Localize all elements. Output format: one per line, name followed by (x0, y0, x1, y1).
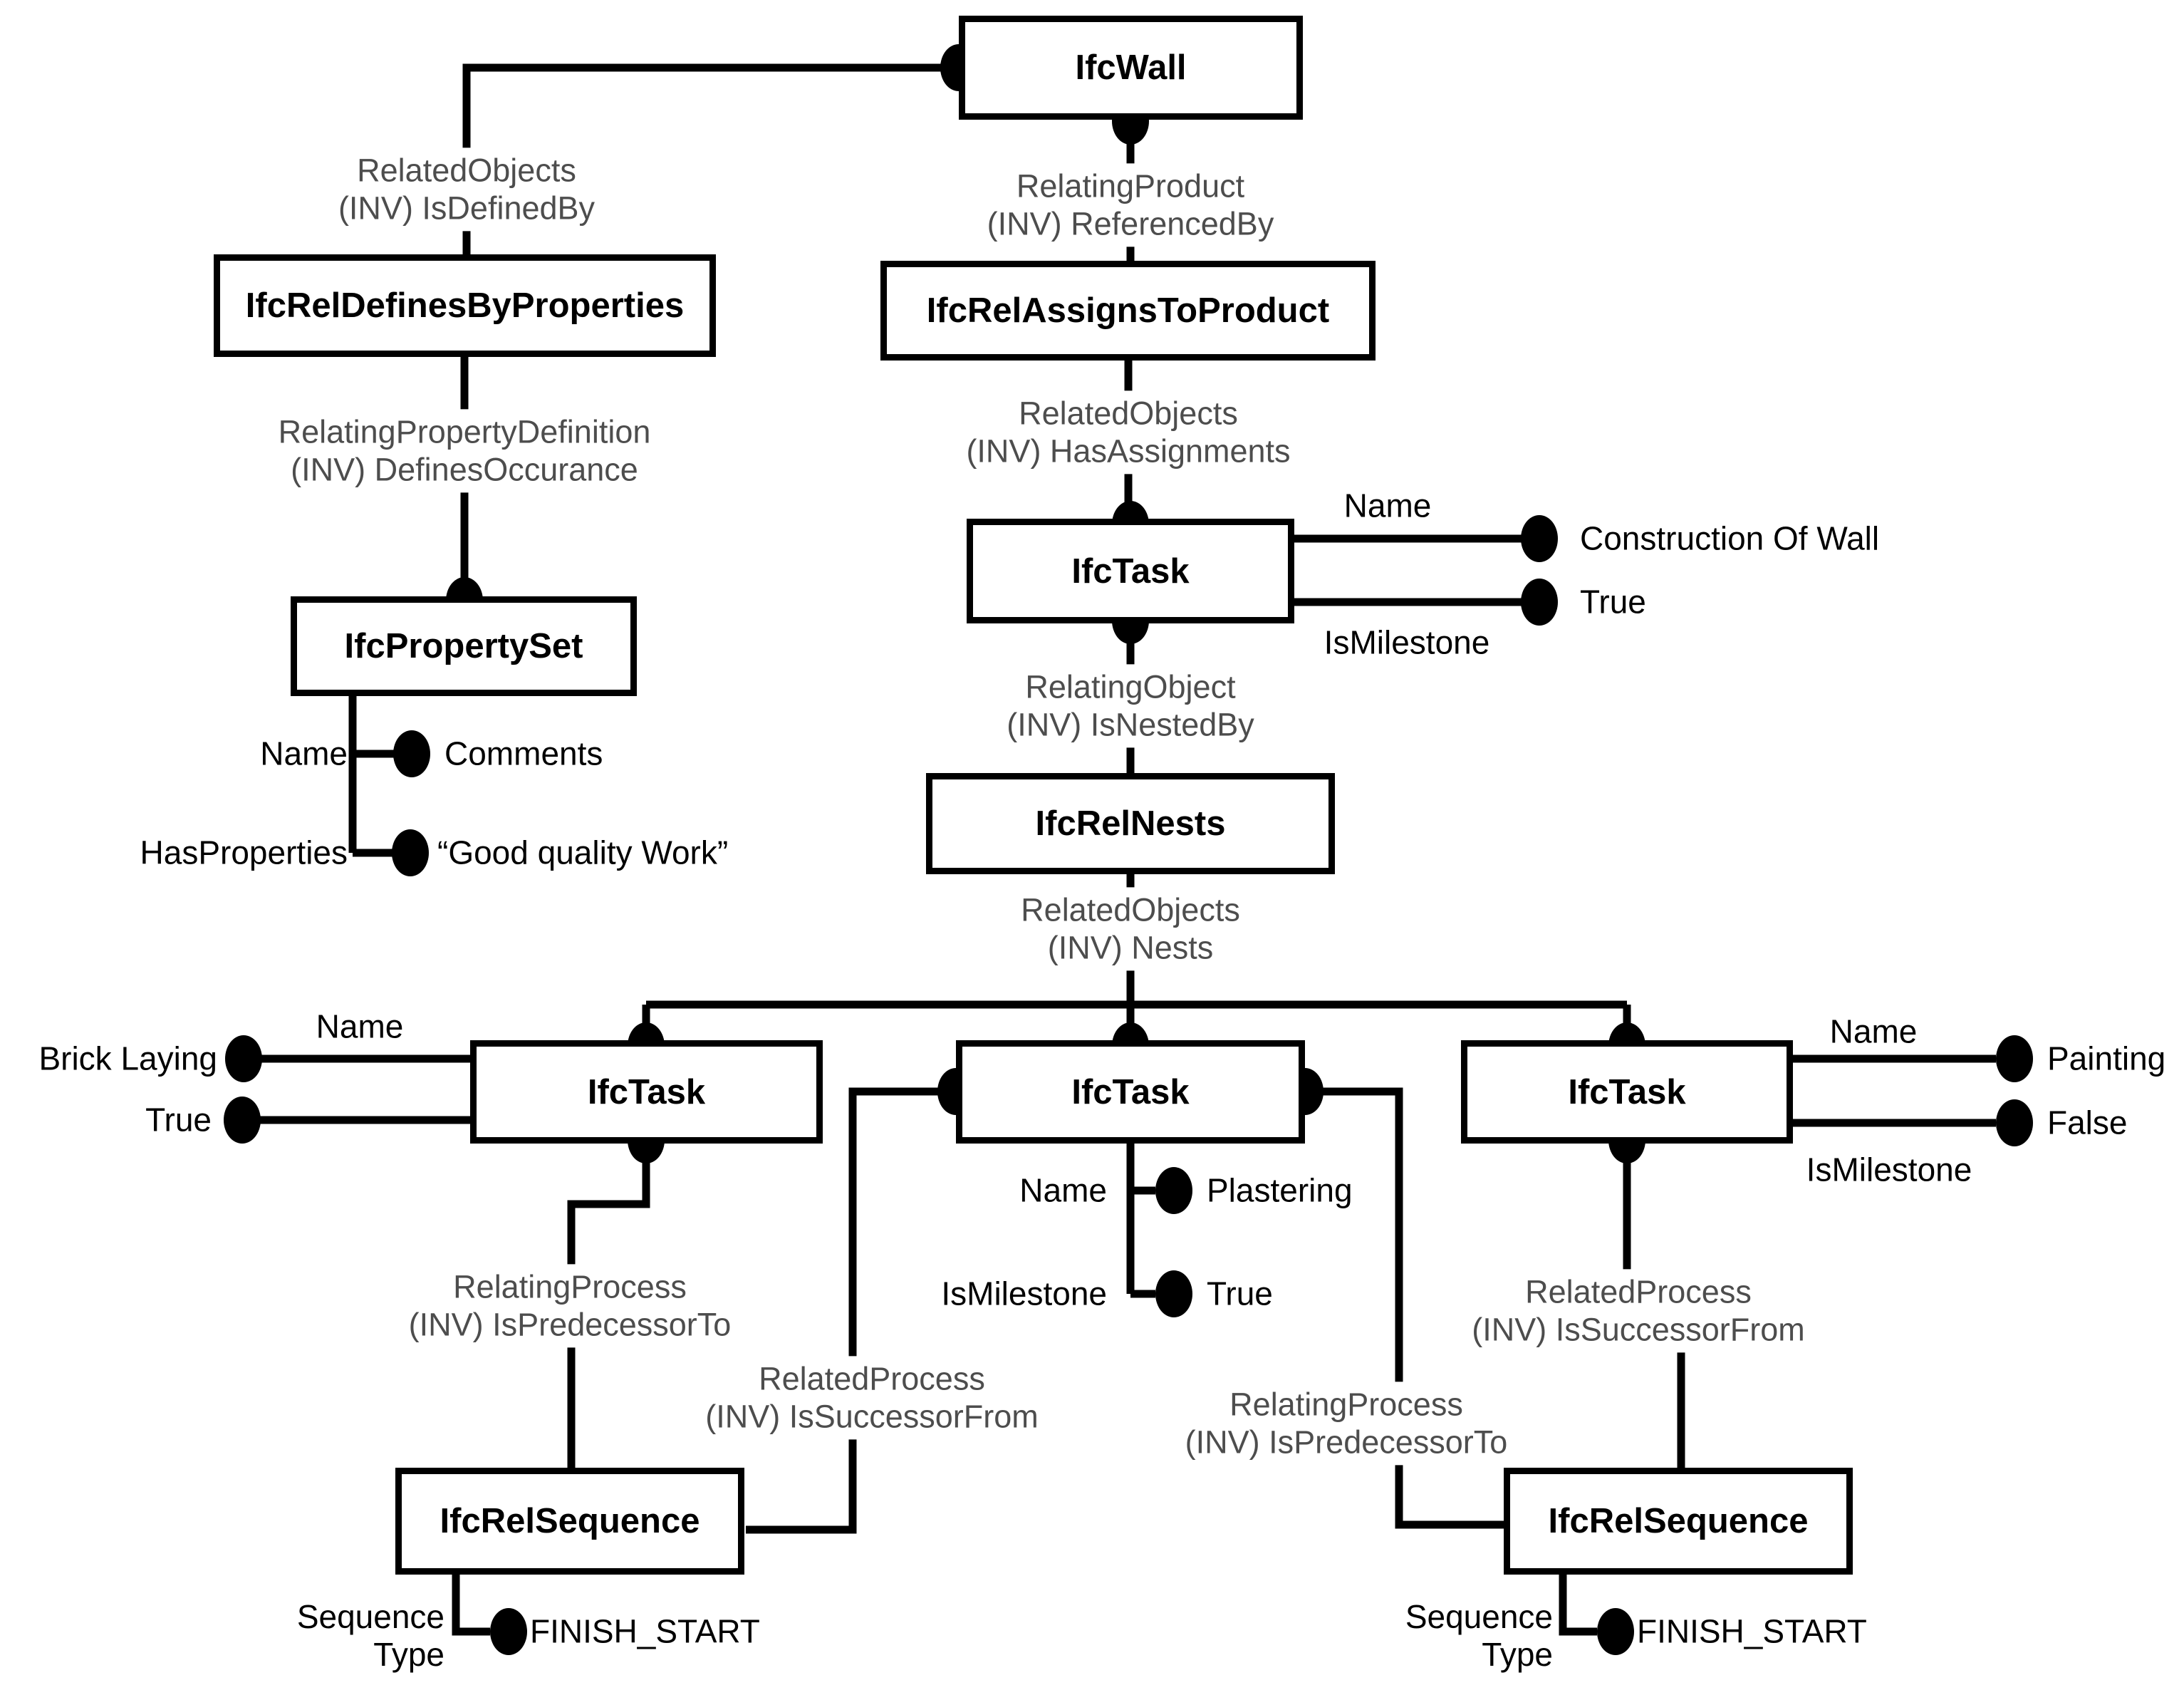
relseq-left-sequencetype-label: Sequence Type (296, 1598, 444, 1673)
task-construction-name-value: Construction Of Wall (1580, 519, 1880, 557)
entity-ifctask-painting-label: IfcTask (1568, 1072, 1686, 1111)
entity-ifcreldefinesbyproperties: IfcRelDefinesByProperties (214, 254, 716, 357)
task-plaster-milestone-value: True (1207, 1275, 1273, 1312)
edge-plaster-to-relseq-right (1305, 1087, 1505, 1529)
dot-construction-milestone (1521, 579, 1558, 626)
propertyset-hasproperties-value: “Good quality Work” (437, 834, 729, 871)
edge-paint-attrs (1793, 1054, 1996, 1127)
label-plaster-is-predecessor-to: RelatingProcess (INV) IsPredecessorTo (1175, 1382, 1518, 1466)
entity-ifcrelsequence-left: IfcRelSequence (395, 1468, 744, 1575)
label-is-defined-by: RelatedObjects (INV) IsDefinedBy (328, 147, 605, 232)
edge-relseq-right-attr (1559, 1575, 1597, 1636)
entity-ifcwall: IfcWall (959, 16, 1303, 120)
dot-brick-name (225, 1035, 262, 1082)
label-plaster-is-successor-from: RelatedProcess (INV) IsSuccessorFrom (695, 1356, 1049, 1440)
dot-paint-milestone (1996, 1099, 2033, 1146)
dot-finish-start-right (1597, 1608, 1634, 1655)
entity-ifctask-plastering-label: IfcTask (1071, 1072, 1190, 1111)
edge-plaster-to-relseq-left (746, 1087, 956, 1534)
entity-ifctask-bricklaying-label: IfcTask (587, 1072, 706, 1111)
dot-plaster-milestone (1155, 1270, 1192, 1317)
propertyset-hasproperties-label: HasProperties (140, 834, 348, 871)
edge-brick-attrs (242, 1054, 472, 1124)
label-paint-is-successor-from: RelatedProcess (INV) IsSuccessorFrom (1462, 1269, 1815, 1353)
dot-paint-name (1996, 1035, 2033, 1082)
dot-brick-milestone (224, 1097, 261, 1144)
task-plaster-name-label: Name (1019, 1171, 1107, 1209)
entity-ifctask-construction: IfcTask (967, 519, 1294, 623)
edge-task-construction-attrs (1294, 534, 1522, 606)
task-brick-milestone-value: True (145, 1101, 212, 1139)
relseq-left-sequencetype-value: FINISH_START (530, 1612, 760, 1650)
task-plaster-name-value: Plastering (1207, 1171, 1353, 1209)
dot-finish-start-left (490, 1608, 527, 1655)
relseq-right-sequencetype-label: Sequence Type (1405, 1598, 1553, 1673)
task-paint-name-value: Painting (2047, 1040, 2166, 1077)
task-paint-milestone-value: False (2047, 1104, 2128, 1141)
propertyset-name-value: Comments (444, 735, 603, 772)
entity-ifcrelsequence-right-label: IfcRelSequence (1548, 1502, 1809, 1540)
task-brick-name-label: Name (316, 1007, 404, 1045)
edge-plaster-attrs (1126, 1144, 1155, 1298)
label-referenced-by: RelatingProduct (INV) ReferencedBy (977, 163, 1284, 247)
task-paint-milestone-label: IsMilestone (1806, 1151, 1972, 1188)
dot-comments (393, 730, 430, 777)
edge-propertyset-attrs (348, 696, 395, 857)
task-brick-name-value: Brick Laying (38, 1040, 217, 1077)
edge-relseq-left-attr (452, 1575, 490, 1636)
entity-ifctask-plastering: IfcTask (956, 1040, 1305, 1144)
entity-ifcpropertyset-label: IfcPropertySet (344, 627, 583, 665)
dot-plaster-name (1155, 1167, 1192, 1214)
dot-good-quality (392, 829, 429, 876)
entity-ifcrelassignstoproduct-label: IfcRelAssignsToProduct (926, 291, 1330, 330)
label-is-nested-by: RelatingObject (INV) IsNestedBy (997, 664, 1264, 748)
label-nests: RelatedObjects (INV) Nests (1011, 887, 1250, 971)
relseq-right-sequencetype-value: FINISH_START (1637, 1612, 1867, 1650)
entity-ifcwall-label: IfcWall (1075, 48, 1187, 87)
propertyset-name-label: Name (260, 735, 348, 772)
entity-ifcrelsequence-left-label: IfcRelSequence (440, 1502, 700, 1540)
entity-ifcrelassignstoproduct: IfcRelAssignsToProduct (880, 261, 1376, 361)
task-construction-milestone-label: IsMilestone (1324, 623, 1490, 661)
label-brick-is-predecessor-to: RelatingProcess (INV) IsPredecessorTo (398, 1264, 742, 1348)
entity-ifcrelnests-label: IfcRelNests (1035, 804, 1226, 843)
entity-ifcrelnests: IfcRelNests (926, 773, 1335, 874)
entity-ifctask-construction-label: IfcTask (1071, 551, 1190, 591)
entity-ifcreldefinesbyproperties-label: IfcRelDefinesByProperties (245, 286, 685, 325)
entity-ifcrelsequence-right: IfcRelSequence (1504, 1468, 1853, 1575)
label-defines-occurance: RelatingPropertyDefinition (INV) Defines… (268, 409, 661, 493)
edge-paint-to-relseq-right (1623, 1144, 1685, 1469)
entity-ifctask-bricklaying: IfcTask (470, 1040, 823, 1144)
entity-ifctask-painting: IfcTask (1461, 1040, 1793, 1144)
task-paint-name-label: Name (1829, 1012, 1918, 1050)
label-has-assignments: RelatedObjects (INV) HasAssignments (956, 390, 1301, 475)
task-construction-milestone-value: True (1580, 583, 1646, 621)
entity-ifcpropertyset: IfcPropertySet (291, 596, 637, 696)
dot-construction-name (1521, 515, 1558, 562)
task-construction-name-label: Name (1343, 487, 1432, 524)
task-plaster-milestone-label: IsMilestone (941, 1275, 1107, 1312)
